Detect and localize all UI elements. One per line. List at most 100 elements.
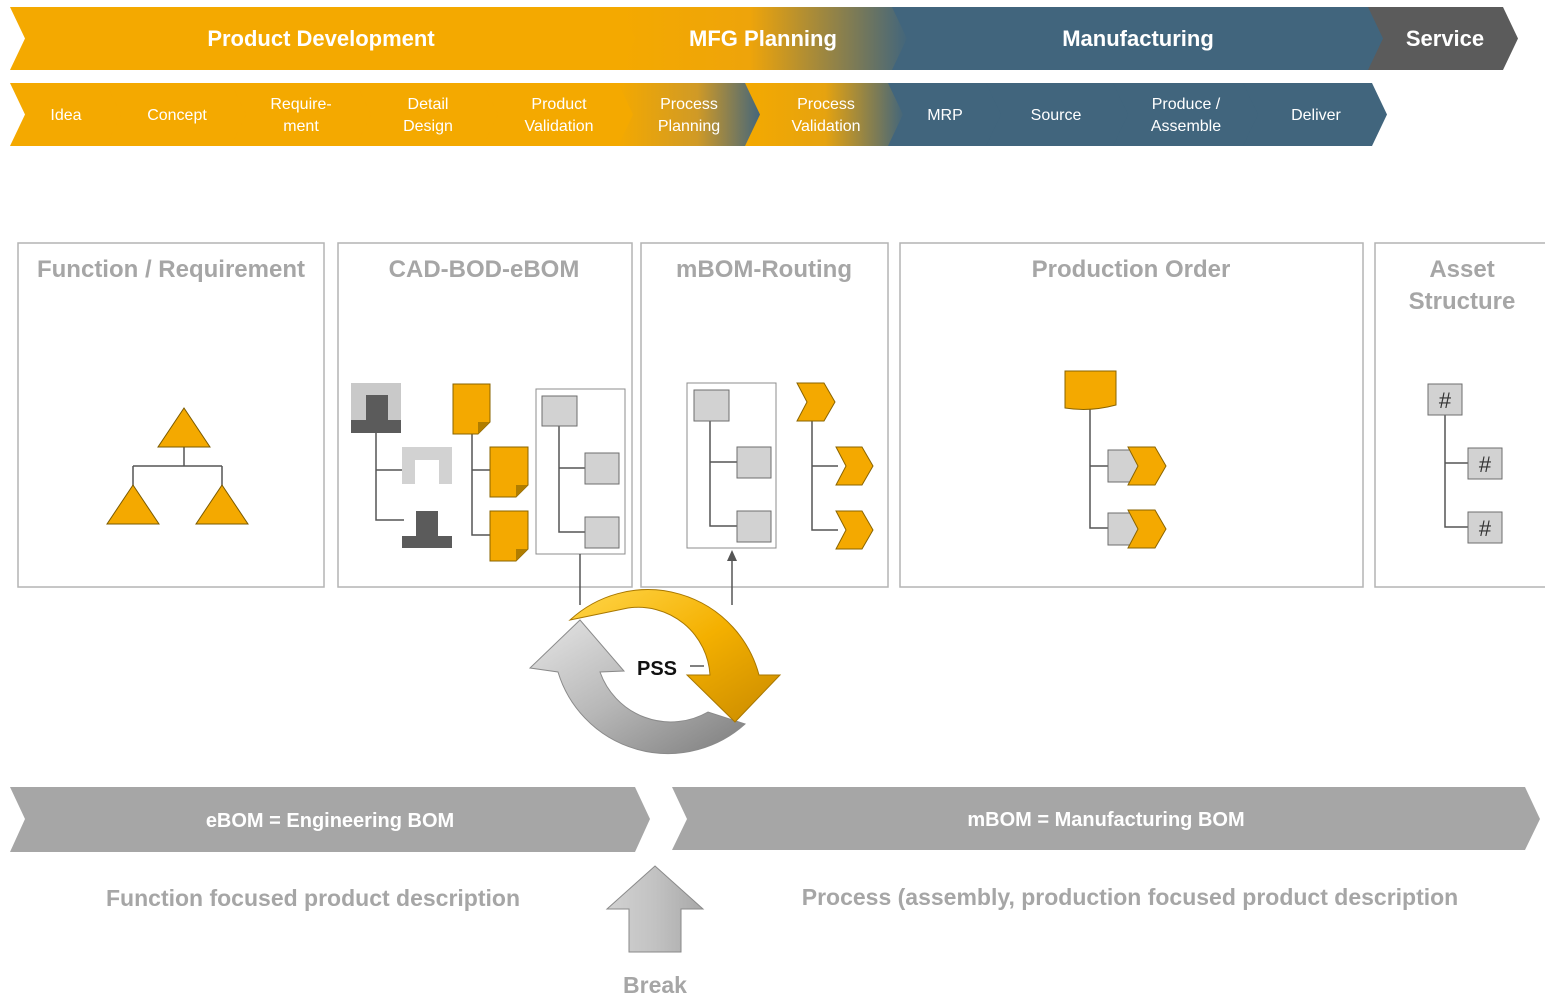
phase-label: MFG Planning (689, 26, 837, 51)
ebom-label: eBOM = Engineering BOM (206, 810, 454, 832)
operation-chevron (1127, 509, 1167, 549)
step-chevron-produce-assemble (1113, 83, 1260, 146)
mbom-description: Process (assembly, production focused pr… (802, 884, 1458, 910)
step-label: Deliver (1291, 107, 1341, 124)
tree-connector (375, 432, 404, 521)
step-label: Process (660, 96, 718, 113)
step-label: Concept (147, 107, 207, 124)
box-title: Structure (1409, 288, 1516, 315)
phase-chevron-service (1368, 7, 1518, 70)
ebom-description: Function focused product description (106, 885, 520, 911)
box-title: Function / Requirement (37, 256, 305, 283)
step-label: Planning (658, 118, 720, 135)
step-chevron-idea (10, 83, 123, 146)
box-title: Production Order (1032, 256, 1231, 283)
operation-chevron (835, 510, 874, 550)
part-icon (402, 511, 452, 548)
step-chevron-source (986, 83, 1130, 146)
function-requirement-box (17, 242, 325, 588)
phase-chevron-mfg-planning (620, 7, 909, 70)
tree-connector (1444, 415, 1468, 528)
step-chevron-deliver (1243, 83, 1387, 146)
step-label: Validation (791, 118, 860, 135)
document-fold (478, 422, 490, 434)
pss-cycle: PSS (528, 589, 782, 754)
document-fold (516, 549, 528, 561)
mbom-label: mBOM = Manufacturing BOM (967, 809, 1244, 831)
step-label: Source (1031, 107, 1082, 124)
cycle-arrow-gold (568, 589, 782, 723)
step-label: Produce / (1152, 96, 1221, 113)
step-chevron-process-planning (618, 83, 762, 146)
step-chevron-requirement (231, 83, 373, 146)
box-titles: Function / Requirement CAD-BOD-eBOM mBOM-R… (37, 256, 1515, 315)
mbom-node (736, 446, 772, 479)
step-chevron-concept (106, 83, 248, 146)
step-chevron-process-validation (745, 83, 905, 146)
production-order-diagram (1064, 370, 1167, 549)
box-title: CAD-BOD-eBOM (389, 256, 580, 283)
mbom-node (736, 510, 772, 543)
function-tree-diagram (106, 407, 249, 525)
step-label: Idea (50, 107, 81, 124)
ebom-node (541, 395, 578, 427)
ebom-band (10, 787, 650, 852)
step-label: MRP (927, 107, 963, 124)
order-document-icon (1064, 370, 1117, 410)
tree-connector (811, 421, 838, 531)
part-icon (351, 395, 401, 433)
phase-chevron-manufacturing (892, 7, 1385, 70)
step-chevron-product-validation (483, 83, 635, 146)
structure-boxes: Function / Requirement CAD-BOD-eBOM mBOM-R… (17, 242, 1545, 588)
asset-node (1467, 447, 1503, 480)
operation-chevron (1127, 446, 1167, 486)
asset-structure-box (1374, 242, 1545, 588)
asset-node (1467, 511, 1503, 544)
break-marker: Break (605, 865, 705, 998)
asset-node-mark: # (1479, 452, 1492, 477)
step-label: Assemble (1151, 118, 1221, 135)
asset-node (1427, 383, 1463, 416)
bracket-part-icon (402, 447, 452, 484)
bom-bands: eBOM = Engineering BOM mBOM = Manufactur… (10, 787, 1540, 852)
step-chevron-mrp (888, 83, 1003, 146)
mbom-node (693, 389, 730, 422)
break-label: Break (623, 972, 687, 998)
triangle-node (157, 407, 211, 448)
cycle-arrow-silver (528, 619, 746, 754)
document-fold (516, 485, 528, 497)
step-label: Process (797, 96, 855, 113)
step-label: Detail (408, 96, 449, 113)
step-label: Design (403, 118, 453, 135)
step-label: ment (283, 118, 319, 135)
step-label: Product (531, 96, 587, 113)
step-label: Validation (524, 118, 593, 135)
break-arrow (605, 865, 705, 953)
triangle-node (195, 484, 249, 525)
phase-label: Manufacturing (1062, 26, 1214, 51)
step-chevron-detail-design (356, 83, 500, 146)
asset-structure-diagram: # # # (1427, 383, 1503, 544)
box-title: mBOM-Routing (676, 256, 852, 283)
phase-chevron-product-development (10, 7, 637, 70)
phase-label: Product Development (207, 26, 435, 51)
ebom-node (584, 452, 620, 485)
tree-connector (558, 426, 585, 533)
step-label: Require- (270, 96, 331, 113)
phase-bar: Product Development MFG Planning Manufac… (10, 7, 1518, 70)
operation-chevron (796, 382, 836, 422)
mbom-band (672, 787, 1540, 850)
phase-label: Service (1406, 26, 1484, 51)
box-title: Asset (1429, 256, 1494, 283)
tree-connector (471, 434, 490, 536)
pss-label: PSS (637, 658, 677, 680)
tree-connector (1089, 405, 1108, 529)
operation-chevron (835, 446, 874, 486)
asset-node-mark: # (1439, 388, 1452, 413)
triangle-node (106, 484, 160, 525)
tree-connector (709, 421, 737, 527)
